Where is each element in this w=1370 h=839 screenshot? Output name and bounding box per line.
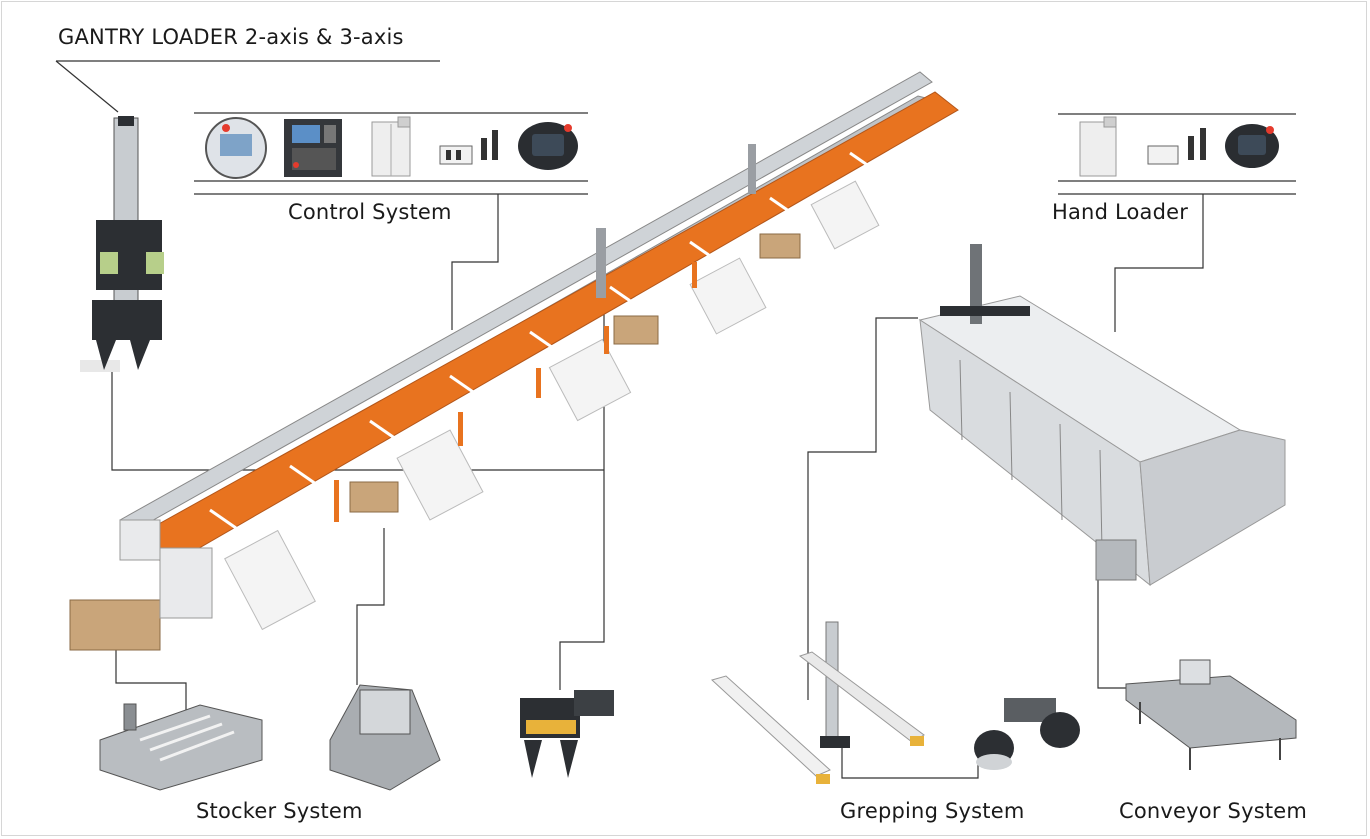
stocker-unit-b [329,684,441,791]
grepping-leader-b [841,745,979,779]
stocker-unit-a [99,703,263,791]
control-cabinet-icon [371,116,411,177]
stocker-leader-a [115,628,187,712]
callout-lines [55,60,1296,779]
gripper-leader [559,305,605,690]
conveyor-unit [1125,659,1297,770]
hand-cabinet-icon [1079,116,1117,177]
grepping-system-label: Grepping System [840,799,1025,823]
gantry-loader-unit [80,116,164,372]
servo-drives-icon [439,130,498,165]
handheld-pendant-icon [518,122,578,170]
hand-loader-cell [918,244,1286,587]
grepping-gantry-unit [711,621,925,784]
gantry-loader-label: GANTRY LOADER 2-axis & 3-axis [58,25,404,49]
conveyor-system-label: Conveyor System [1119,799,1308,823]
control-system-label: Control System [288,200,452,224]
hand-loader-label: Hand Loader [1052,200,1189,224]
vacuum-gripper-unit [974,698,1080,770]
stocker-system-label: Stocker System [196,799,363,823]
grepping-leader-a [807,317,918,700]
control-leader [451,194,499,330]
conveyor-leader [1097,570,1130,689]
hand-pendant-icon [1225,124,1279,168]
hand-leader [1114,194,1204,332]
gantry-line [69,71,959,651]
cnc-controller-icon [284,119,342,177]
gripper-unit [520,690,614,778]
gantry-leader [55,60,119,113]
control-panel-round-icon [205,117,267,179]
stocker-leader-b [356,528,385,685]
hand-servo-drives-icon [1147,128,1206,165]
